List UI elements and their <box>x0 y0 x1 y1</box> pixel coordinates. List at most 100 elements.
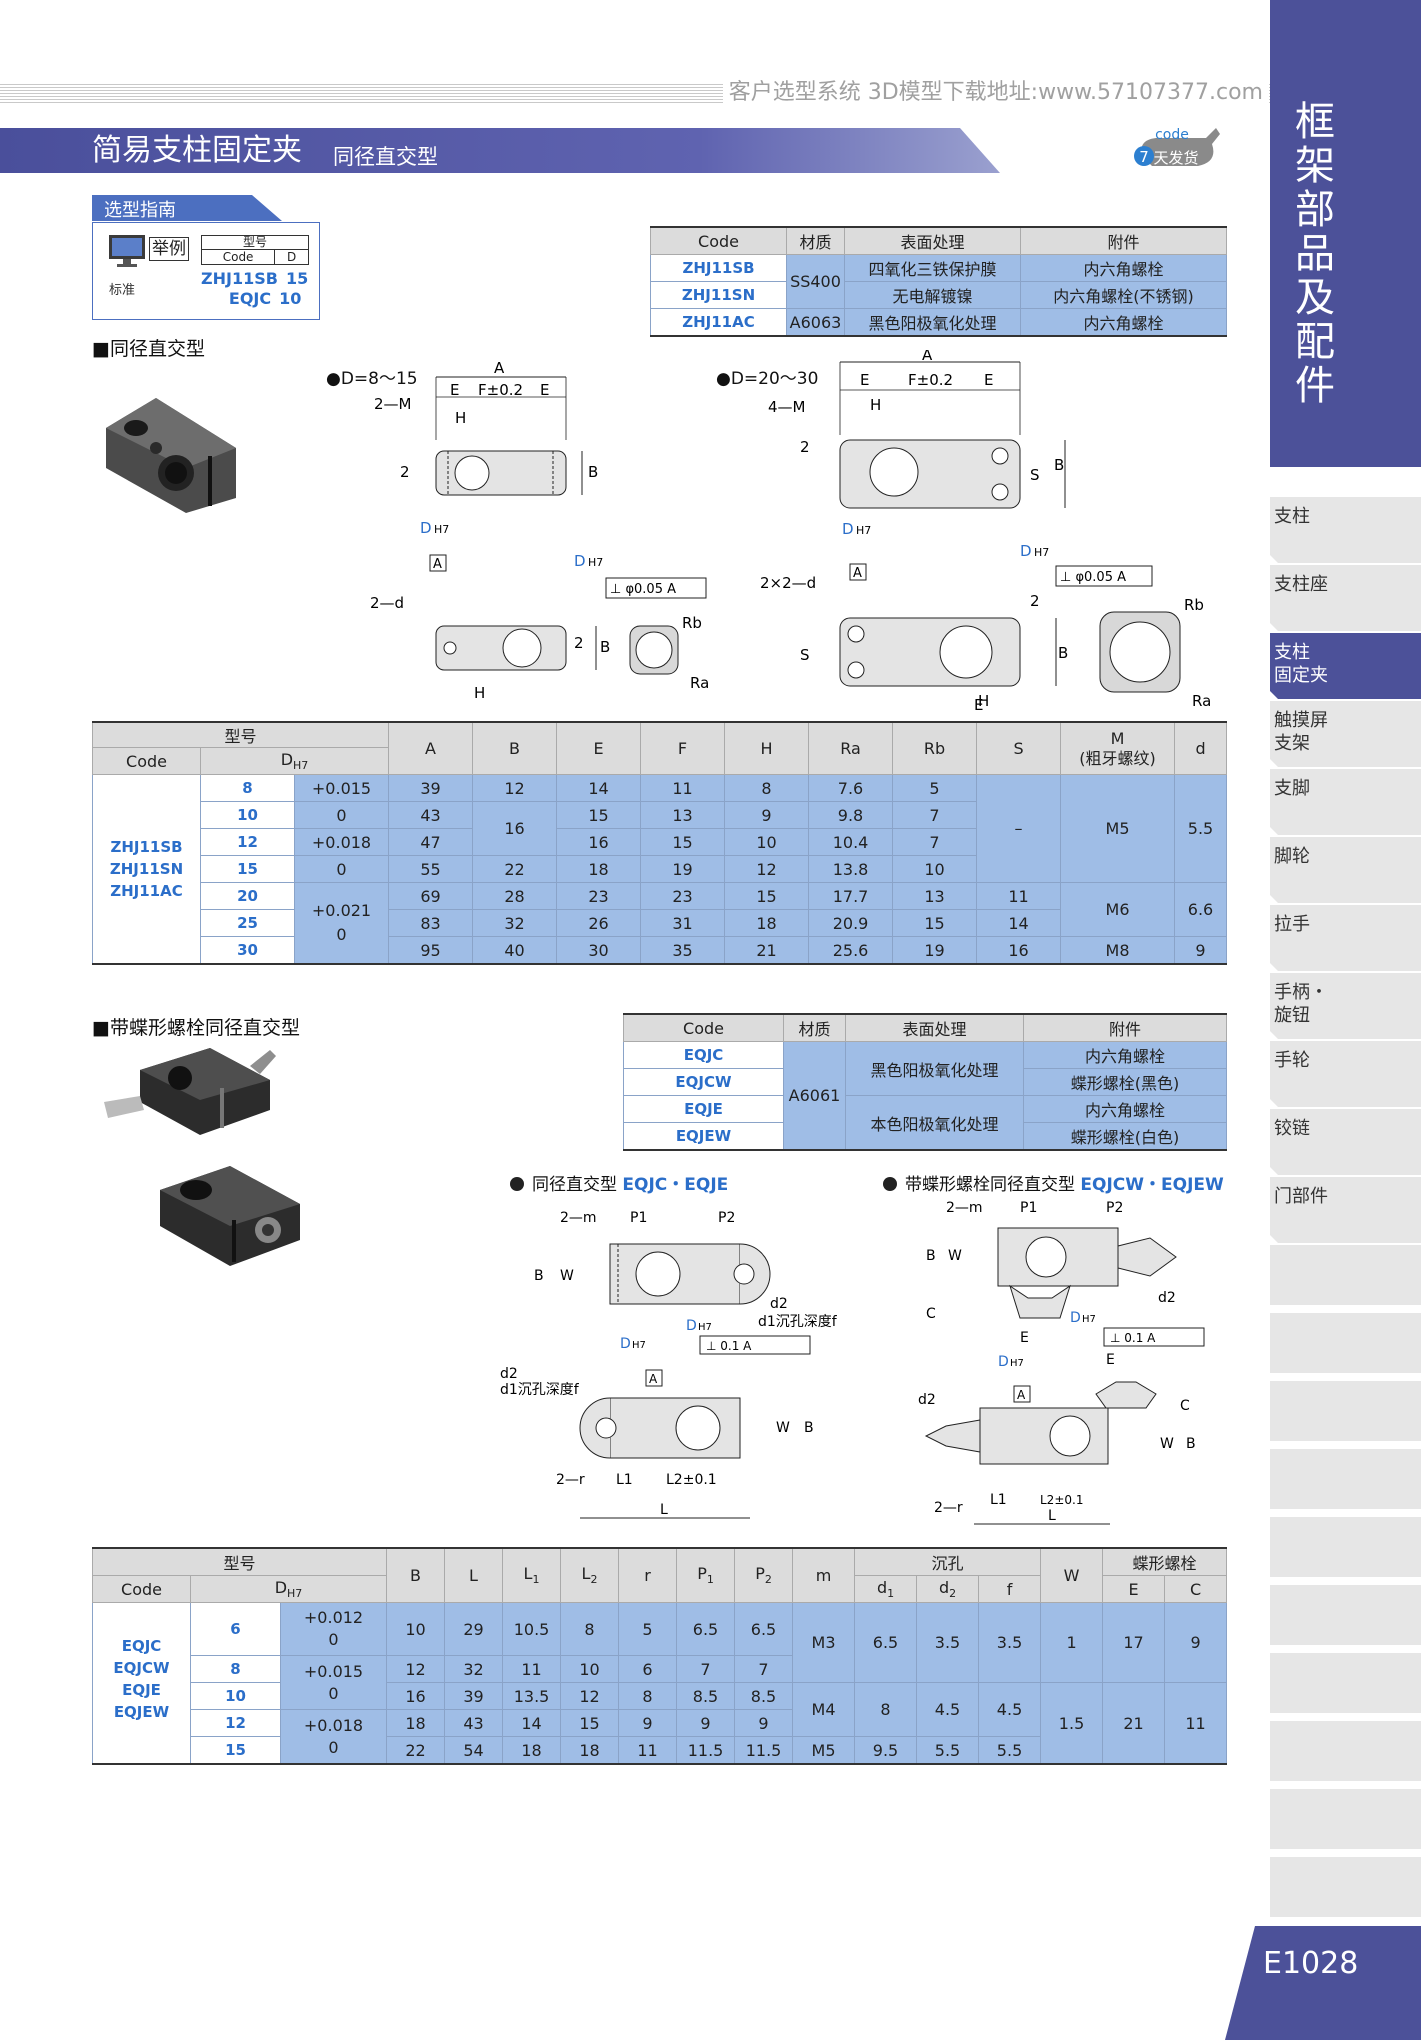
monitor-icon <box>109 235 145 267</box>
sidebar-empty-tab <box>1270 1449 1421 1509</box>
dim-H7: H7 <box>1034 546 1049 559</box>
value-m-cell: M6 <box>1060 882 1176 937</box>
tolerance-lower: 0 <box>328 1737 339 1757</box>
dim-E: E <box>1020 1330 1029 1346</box>
dim-B: B <box>1186 1436 1196 1452</box>
code-cell: ZHJ11AC <box>650 308 787 337</box>
surface-cell: 黑色阳极氧化处理 <box>844 308 1021 337</box>
col-header: 材质 <box>786 226 845 255</box>
dim-C: C <box>926 1306 936 1322</box>
sidebar-empty-tab <box>1270 1721 1421 1781</box>
value-p2-cell: 8.5 <box>734 1682 794 1710</box>
col-header: B <box>386 1547 446 1603</box>
material-cell: SS400 <box>786 254 845 309</box>
col-header: L1 <box>502 1547 562 1603</box>
col-header: C <box>1164 1575 1228 1603</box>
dim-D: D <box>842 520 854 538</box>
value-a-cell: 47 <box>388 828 474 856</box>
dim-F: F±0.2 <box>908 371 953 389</box>
dim-2m: 2—m <box>560 1210 597 1226</box>
value-c-cell: 9 <box>1164 1602 1228 1683</box>
dim-D: D <box>574 552 586 570</box>
sidebar-item[interactable]: 触摸屏 支架 <box>1270 701 1421 767</box>
value-f-cell: 15 <box>640 828 726 856</box>
d-value-cell: 8 <box>200 774 295 802</box>
dim-P2: P2 <box>718 1210 735 1226</box>
col-header: W <box>1040 1547 1104 1603</box>
page-subtitle: 同径直交型 <box>333 145 438 169</box>
sidebar-item[interactable]: 脚轮 <box>1270 837 1421 903</box>
value-d2-cell: 3.5 <box>916 1602 980 1683</box>
sidebar-item[interactable]: 手轮 <box>1270 1041 1421 1107</box>
code-label: EQJEW <box>113 1703 170 1721</box>
value-l-cell: 29 <box>444 1602 504 1656</box>
value-rb-cell: 7 <box>892 828 978 856</box>
tolerance-perp: ⊥ 0.1 A <box>706 1339 752 1353</box>
selection-guide-label: 选型指南 <box>104 200 176 221</box>
sidebar-item-label: 脚轮 <box>1274 846 1310 867</box>
sidebar-item[interactable]: 铰链 <box>1270 1109 1421 1175</box>
value-w-cell: 1.5 <box>1040 1682 1104 1765</box>
code-label: EQJCW <box>113 1659 170 1677</box>
tolerance-lower: 0 <box>328 1683 339 1703</box>
col-header: Rb <box>892 721 978 775</box>
dim-2: 2 <box>400 463 410 481</box>
value-p2-cell: 11.5 <box>734 1736 794 1765</box>
dim-E: E <box>984 371 993 389</box>
value-e-cell: 17 <box>1102 1602 1166 1683</box>
value-l-cell: 32 <box>444 1655 504 1683</box>
value-r-cell: 8 <box>618 1682 678 1710</box>
dim-E: E <box>860 371 869 389</box>
value-ra-cell: 10.4 <box>808 828 894 856</box>
surface-cell: 无电解镀镍 <box>844 281 1021 309</box>
value-b-cell: 18 <box>386 1709 446 1737</box>
dim-Ra: Ra <box>1192 692 1211 710</box>
drawing-label-d8-15: ●D=8～15 <box>326 369 418 389</box>
product-photo-clamp-black <box>160 1166 300 1266</box>
dim-B: B <box>1054 456 1064 474</box>
dim-d1f: d1沉孔深度f <box>500 1382 580 1398</box>
sidebar-item[interactable]: 支柱座 <box>1270 565 1421 631</box>
example-d-1: 15 <box>285 269 309 288</box>
value-l2-cell: 15 <box>560 1709 620 1737</box>
sidebar-item[interactable]: 门部件 <box>1270 1177 1421 1243</box>
dim-A: A <box>922 350 933 364</box>
title-bar <box>0 128 1000 173</box>
col-header-counterbore: 沉孔 <box>854 1547 1042 1576</box>
value-e-cell: 26 <box>556 909 642 937</box>
material-cell: A6061 <box>783 1041 846 1151</box>
col-header-d-label: D <box>280 749 294 769</box>
value-l1-cell: 11 <box>502 1655 562 1683</box>
sidebar-item-label: 支脚 <box>1274 778 1310 799</box>
sidebar-item[interactable]: 手柄・ 旋钮 <box>1270 973 1421 1039</box>
col-header-d: DH7 <box>189 1575 388 1603</box>
col-header-m-sub: (粗牙螺纹) <box>1079 748 1156 768</box>
section-title-1: ■同径直交型 <box>92 338 205 360</box>
value-ra-cell: 25.6 <box>808 936 894 965</box>
sidebar-item[interactable]: 支柱 固定夹 <box>1270 633 1421 699</box>
product-photo-wing-clamp <box>104 1048 276 1135</box>
col-header: B <box>472 721 558 775</box>
value-h-cell: 15 <box>724 882 810 910</box>
dim-H: H <box>870 396 881 414</box>
tolerance-lower: 0 <box>336 925 347 944</box>
value-l-cell: 54 <box>444 1736 504 1765</box>
dim-S: S <box>1030 466 1040 484</box>
dim-d1f: d1沉孔深度f <box>758 1314 838 1330</box>
surface-cell: 本色阳极氧化处理 <box>845 1095 1024 1151</box>
value-e-cell: 14 <box>556 774 642 802</box>
col-header: E <box>1102 1575 1166 1603</box>
sidebar-item[interactable]: 拉手 <box>1270 905 1421 971</box>
code-cell: EQJCW <box>623 1068 784 1096</box>
sidebar-item[interactable]: 支脚 <box>1270 769 1421 835</box>
value-e-cell: 21 <box>1102 1682 1166 1765</box>
tolerance-upper: +0.018 <box>303 1715 364 1735</box>
dim-d2: d2 <box>918 1392 936 1408</box>
sidebar-item[interactable]: 支柱 <box>1270 497 1421 563</box>
d-value-cell: 25 <box>200 909 295 937</box>
